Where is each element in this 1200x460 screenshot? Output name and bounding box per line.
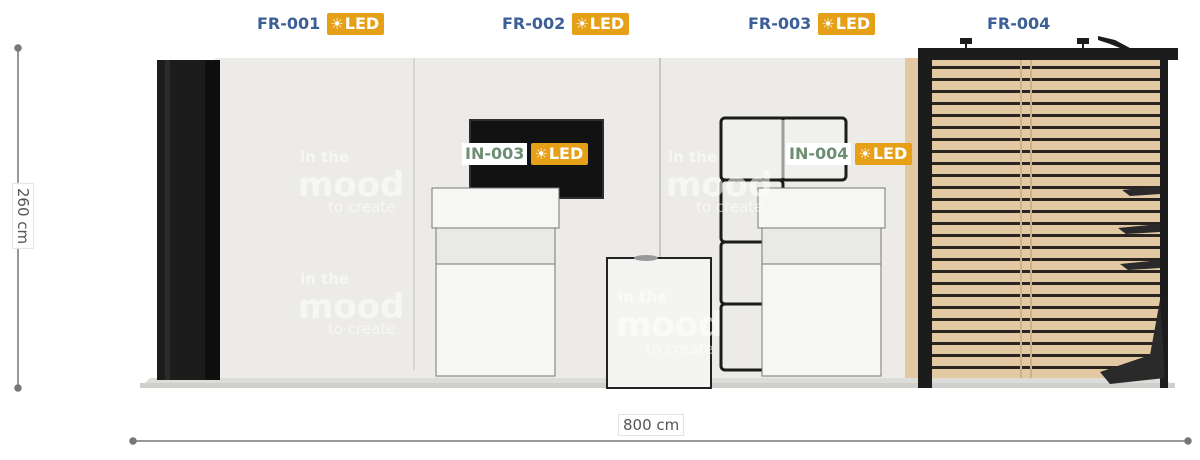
slat-line	[932, 270, 1160, 273]
counter-in-004	[757, 187, 886, 377]
led-badge: ☀LED	[855, 143, 913, 165]
tag-in-003: IN-003 ☀LED	[462, 142, 589, 166]
slat-line	[932, 174, 1160, 177]
sun-icon: ☀	[534, 145, 548, 163]
wall-graphic-line2: mood	[298, 287, 405, 327]
tag-code: IN-004	[786, 143, 852, 165]
slat-line	[932, 294, 1160, 297]
led-label: LED	[548, 144, 584, 163]
led-badge: ☀LED	[818, 13, 876, 35]
slat-line	[932, 342, 1160, 345]
led-badge: ☀LED	[531, 143, 589, 165]
slat-line	[932, 234, 1160, 237]
slat-line	[932, 198, 1160, 201]
slat-line	[932, 150, 1160, 153]
tag-in-004: IN-004 ☀LED	[786, 142, 913, 166]
led-label: LED	[872, 144, 908, 163]
sun-icon: ☀	[821, 15, 835, 33]
wall-graphic-line1: in the	[668, 148, 718, 166]
slat-line	[932, 138, 1160, 141]
slat-line	[932, 354, 1160, 357]
wall-graphic-line3: to create	[696, 198, 764, 216]
slat-line	[932, 210, 1160, 213]
slat-line	[932, 102, 1160, 105]
slat-line	[932, 258, 1160, 261]
left-column-side	[205, 60, 220, 380]
slat-line	[932, 90, 1160, 93]
led-badge: ☀LED	[327, 13, 385, 35]
tag-fr-003: FR-003 ☀LED	[745, 12, 876, 36]
sun-icon: ☀	[858, 145, 872, 163]
slat-line	[932, 126, 1160, 129]
led-label: LED	[589, 14, 625, 33]
slat-line	[932, 246, 1160, 249]
wall-graphic-line3: to create	[328, 320, 396, 338]
wall-graphic-line2: mood	[616, 305, 723, 345]
wall-graphic-line3: to create	[646, 340, 714, 358]
tag-code: FR-001	[254, 13, 324, 35]
wall-graphic-line1: in the	[300, 270, 350, 288]
tag-fr-002: FR-002 ☀LED	[499, 12, 630, 36]
tag-code: FR-002	[499, 13, 569, 35]
tag-code: IN-003	[462, 143, 528, 165]
slat-joint	[1020, 60, 1022, 378]
slat-line	[932, 162, 1160, 165]
slat-joint	[1030, 60, 1032, 378]
wall-graphic-line2: mood	[298, 165, 405, 205]
led-label: LED	[344, 14, 380, 33]
wall-graphic-line2: mood	[666, 165, 773, 205]
tag-code: FR-003	[745, 13, 815, 35]
slat-line	[932, 366, 1160, 369]
wall-graphic-line1: in the	[300, 148, 350, 166]
sun-icon: ☀	[330, 15, 344, 33]
wall-graphic-line3: to create	[328, 198, 396, 216]
slat-wall	[905, 36, 1178, 388]
slat-line	[932, 318, 1160, 321]
wall-graphic-line1: in the	[618, 288, 668, 306]
middle-counter-top	[634, 255, 658, 261]
left-column-edge	[165, 60, 170, 380]
slat-line	[932, 186, 1160, 189]
slat-line	[932, 282, 1160, 285]
slat-line	[932, 78, 1160, 81]
height-dimension-label: 260 cm	[12, 182, 35, 250]
slat-line	[932, 66, 1160, 69]
tag-code: FR-004	[984, 13, 1054, 35]
middle-counter	[606, 257, 712, 389]
width-dimension-line	[129, 437, 1192, 445]
led-label: LED	[835, 14, 871, 33]
slat-lines	[932, 60, 1160, 378]
led-badge: ☀LED	[572, 13, 630, 35]
counter-in-003	[431, 187, 560, 377]
tag-fr-001: FR-001 ☀LED	[254, 12, 385, 36]
slat-line	[932, 306, 1160, 309]
tag-fr-004: FR-004	[984, 12, 1054, 36]
sun-icon: ☀	[575, 15, 589, 33]
slat-line	[932, 222, 1160, 225]
slat-line	[932, 330, 1160, 333]
slat-line	[932, 114, 1160, 117]
width-dimension-label: 800 cm	[618, 414, 685, 436]
